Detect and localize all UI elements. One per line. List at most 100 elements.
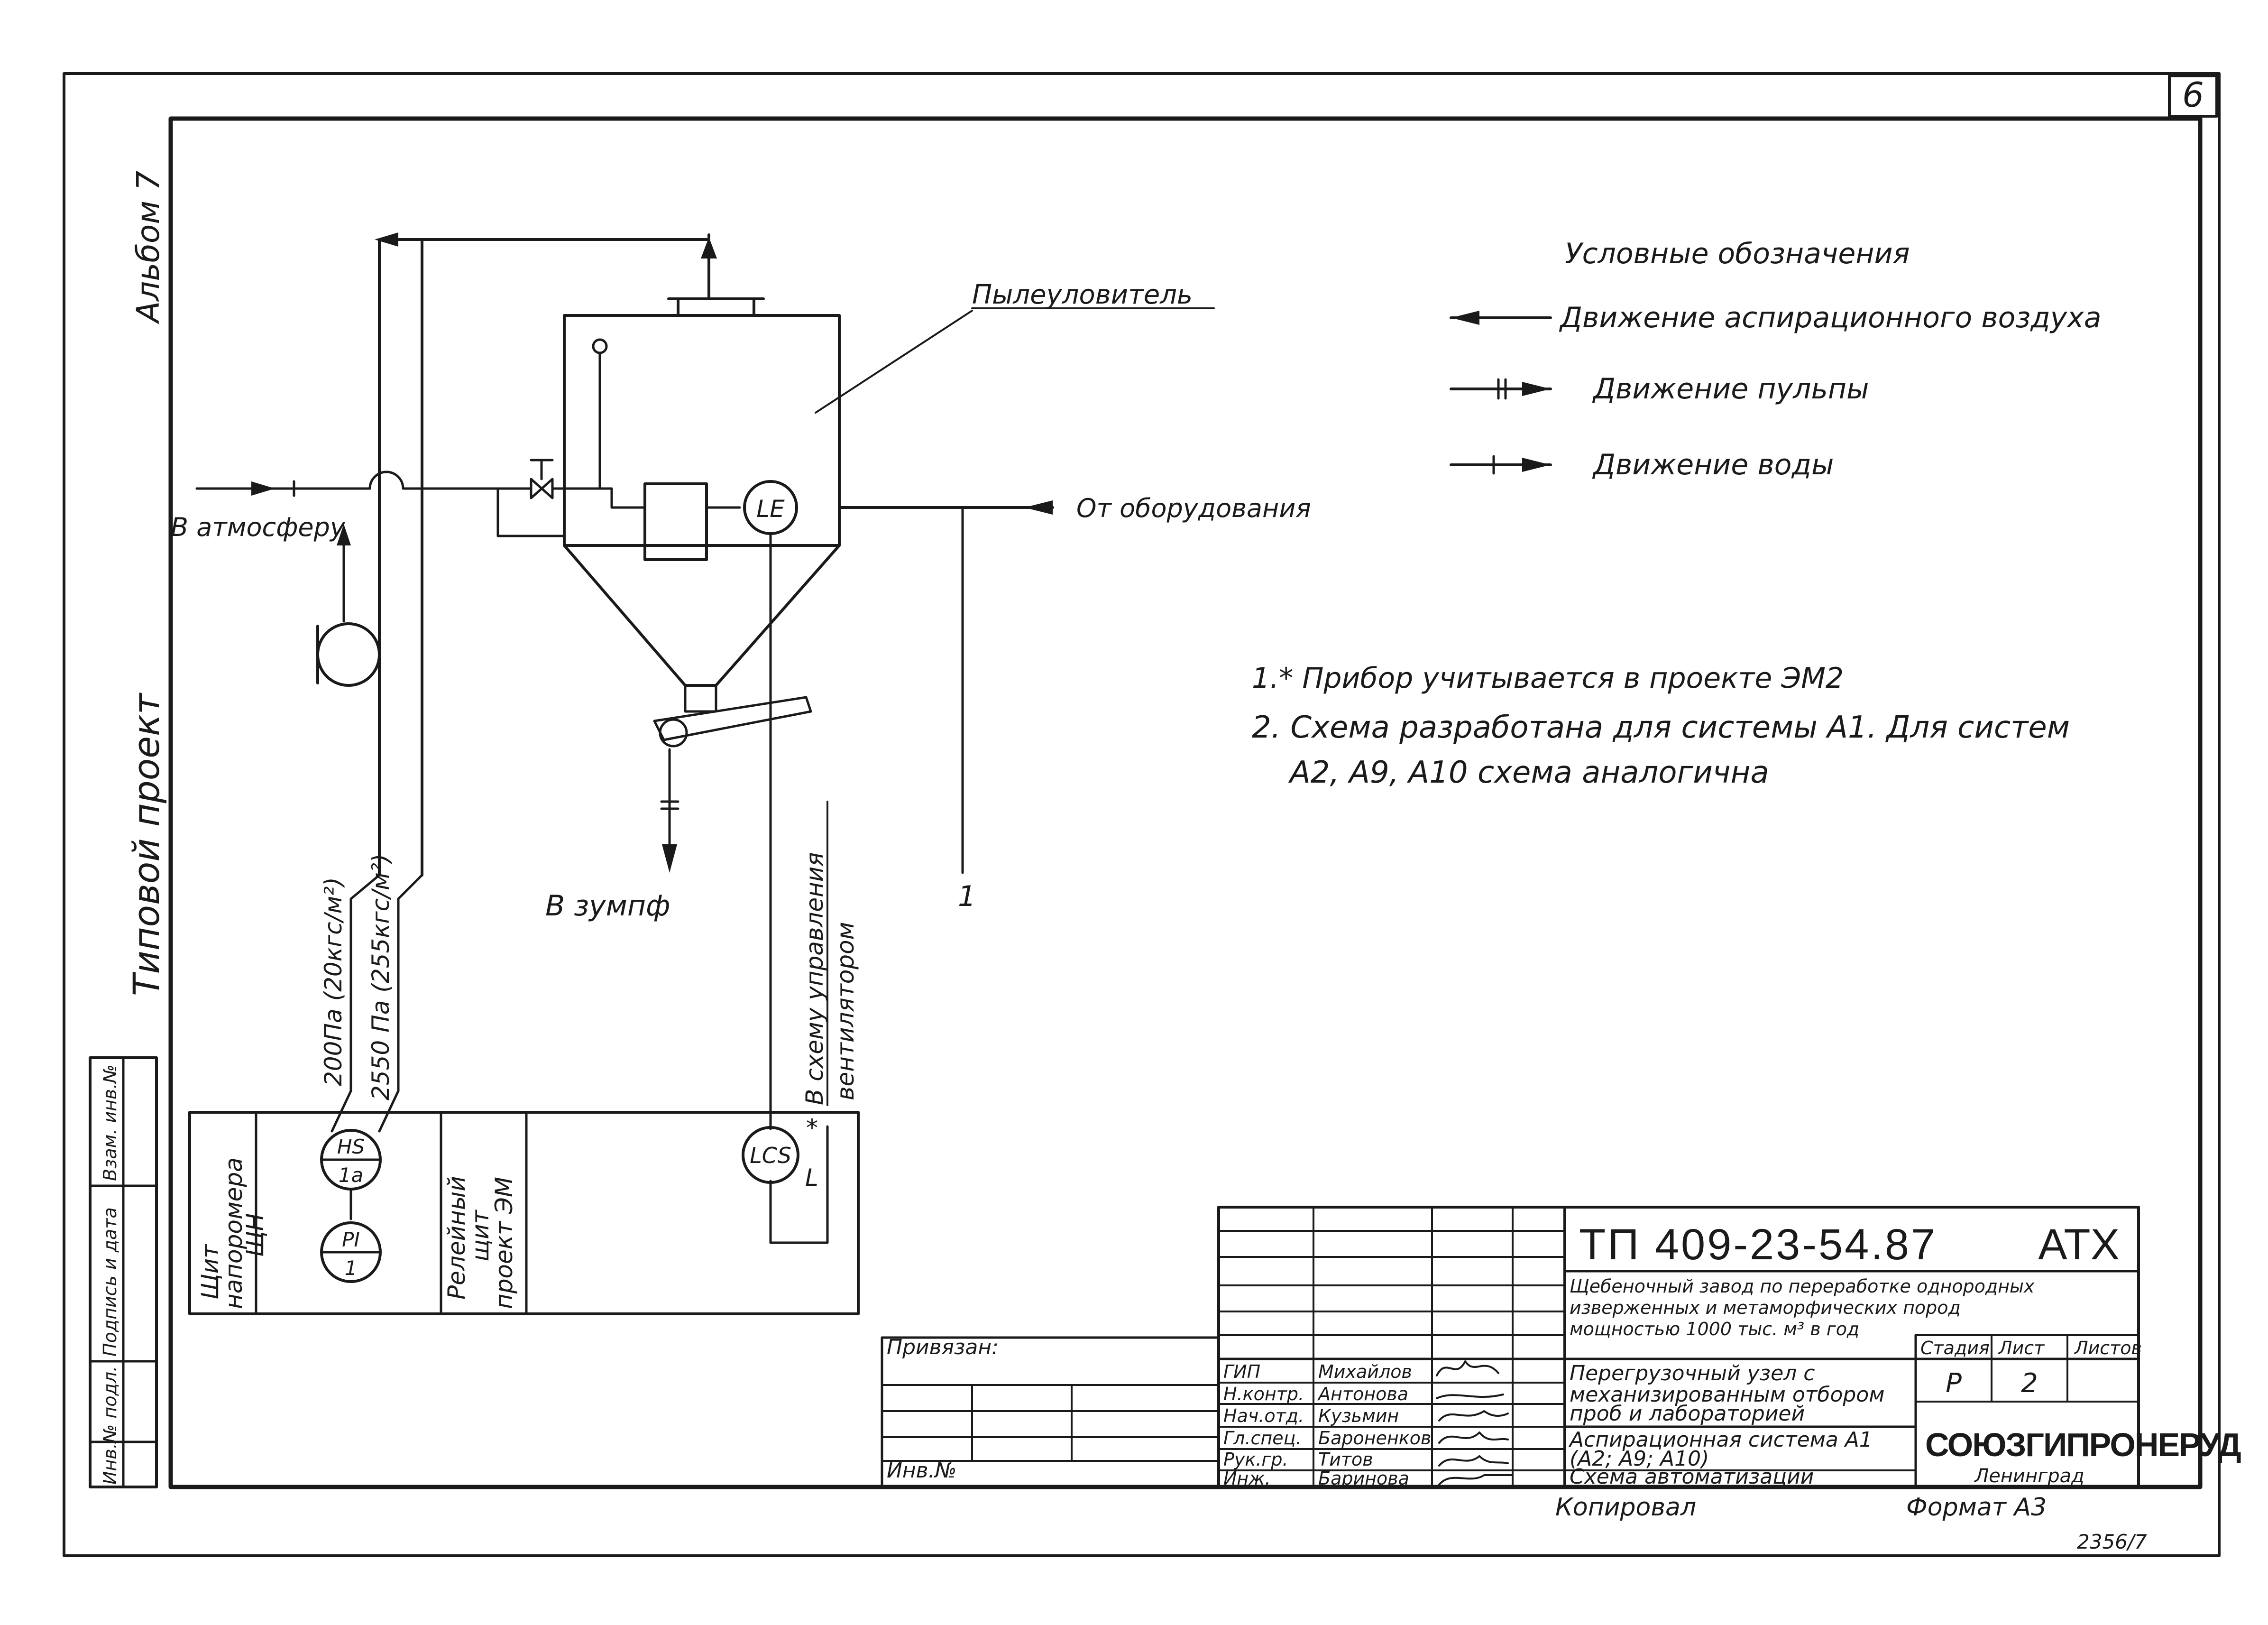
role-6: Инж.: [1223, 1468, 1271, 1489]
pi-tag: PI: [342, 1228, 360, 1251]
role-2: Н.контр.: [1223, 1384, 1304, 1404]
side-sign-label: Подпись и дата: [100, 1207, 120, 1357]
valve-stem: [530, 459, 554, 480]
bypass-line: [496, 487, 566, 537]
notes: 1.* Прибор учитывается в проекте ЭМ2 2. …: [1252, 662, 2070, 790]
outer-frame: [63, 72, 2221, 1557]
exhaust-duct: [378, 238, 710, 877]
bottom-captions: Копировал Формат А3 2356/7: [1555, 1493, 2147, 1553]
to-sump-label: В зумпф: [545, 889, 670, 923]
inner-frame: [168, 116, 2203, 1489]
role-4: Гл.спец.: [1223, 1428, 1302, 1449]
legend-pulp-arrow-icon: [1522, 382, 1551, 396]
side-orig-label: Инв.№ подл.: [100, 1366, 120, 1485]
doc-code: ТП 409-23-54.87: [1579, 1220, 1937, 1269]
fan-inlet-arrow-icon: [337, 524, 351, 545]
role-5: Рук.гр.: [1223, 1449, 1288, 1470]
legend-water-arrow-icon: [1522, 458, 1551, 472]
name-3: Кузьмин: [1318, 1405, 1399, 1426]
relay-panel-label-2: щит: [467, 1209, 494, 1262]
sheet-header: Лист: [1998, 1338, 2045, 1358]
role-rows: [1218, 1382, 1566, 1471]
sheet-number-box: [2168, 74, 2218, 118]
legend: Условные обозначения Движение аспирацион…: [1450, 237, 2102, 481]
left-margin: Альбом 7 Типовой проект: [125, 171, 167, 996]
float-icon: [592, 338, 608, 354]
dust-collector-label: Пылеуловитель: [972, 279, 1193, 310]
signature-scribbles: [1436, 1360, 1514, 1486]
side-stamp: Взам. инв.№ Подпись и дата Инв.№ подл.: [89, 1056, 158, 1488]
gauge-panel-label-1: Щит: [196, 1244, 224, 1300]
lcs-signal-line: [769, 1125, 829, 1244]
legend-air: Движение аспирационного воздуха: [1559, 301, 2102, 334]
sump-arrow-icon: [662, 844, 677, 873]
level-control-switch: [742, 1126, 799, 1184]
object-line-3: проб и лабораторией: [1570, 1402, 1805, 1426]
organization-name: СОЮЗГИПРОНЕРУД: [1925, 1426, 2241, 1463]
legend-pulp: Движение пульпы: [1592, 372, 1869, 406]
legend-air-arrow-icon: [1451, 311, 1479, 325]
lcs-level-low: L: [805, 1164, 818, 1191]
relay-panel-label-1: Релейный: [443, 1176, 470, 1300]
panel-dividers: [255, 1111, 528, 1315]
instrument-panel: Щит напоромера ЩН Релейный щит проект ЭМ…: [188, 1089, 860, 1315]
pressure-label-1: 200Па (20кгс/м²): [320, 877, 347, 1086]
dust-collector-leader: [815, 307, 1215, 414]
side-stamp-grid: [89, 1056, 158, 1488]
panel-frame: [188, 1111, 860, 1315]
sheet-title-line-1: Аспирационная система А1: [1568, 1428, 1873, 1452]
sheet-title-line-2: (А2; А9; А10): [1570, 1447, 1709, 1471]
fan-icon: [316, 622, 381, 687]
name-6: Баринова: [1318, 1468, 1409, 1489]
doc-mark: АТХ: [2038, 1220, 2120, 1269]
hs-tag: HS: [337, 1135, 365, 1158]
water-line-bridge: [368, 471, 533, 490]
note-1: 1.* Прибор учитывается в проекте ЭМ2: [1252, 662, 1844, 695]
sheets-header: Листов: [2074, 1338, 2142, 1358]
sluice-gate: [653, 696, 812, 741]
legend-title: Условные обозначения: [1565, 237, 1910, 270]
gauge-panel-label-2: напоромера: [220, 1157, 248, 1309]
stage-value: Р: [1946, 1368, 1962, 1399]
plant-line-2: изверженных и метаморфических пород: [1570, 1297, 1961, 1318]
organization-city: Ленинград: [1974, 1465, 2084, 1487]
side-replace-label: Взам. инв.№: [100, 1064, 120, 1181]
bound-area-grid: [881, 1384, 1220, 1462]
lcs-tag: LCS: [750, 1143, 791, 1168]
to-atmosphere-label: В атмосферу: [171, 512, 346, 542]
sheet-frame: 6: [63, 72, 2221, 1557]
archive-number: 2356/7: [2077, 1530, 2147, 1553]
water-mark: [285, 480, 303, 497]
legend-water-mark: [1484, 455, 1504, 475]
note-2-line-1: 2. Схема разработана для системы А1. Для…: [1252, 710, 2070, 745]
water-tank: [643, 482, 708, 561]
side-stamp-frame: [89, 1056, 158, 1488]
legend-water: Движение воды: [1592, 448, 1834, 481]
lcs-star: *: [806, 1114, 818, 1142]
note-2-line-2: А2, А9, А10 схема аналогична: [1288, 755, 1769, 790]
object-line-1: Перегрузочный узел с: [1570, 1361, 1815, 1385]
name-4: Бароненков: [1318, 1428, 1431, 1449]
sheet-number: 6: [2182, 75, 2204, 115]
object-line-2: механизированным отбором: [1570, 1383, 1884, 1407]
pressure-line-1: [349, 874, 381, 1092]
exhaust-flange: [667, 297, 765, 317]
sign-area-rows: [1218, 1230, 1566, 1336]
hs-lines: [331, 1089, 400, 1133]
process-scheme: В атмосферу LE От оборудования 1 Пылеуло…: [171, 232, 1311, 1244]
name-5: Титов: [1318, 1449, 1373, 1470]
line-mark: 1: [958, 880, 976, 913]
pulp-mark: [660, 800, 679, 810]
standard-project-label: Типовой проект: [125, 692, 167, 996]
hs-number: 1а: [339, 1163, 363, 1187]
sign-area-columns: [1313, 1206, 1514, 1488]
title-block: Привязан: Инв.№ ГИП Н.контр. Нач.отд. Гл…: [881, 1206, 2242, 1489]
le-tag: LE: [756, 495, 785, 523]
inlet-arrow-icon: [1024, 500, 1053, 515]
format-label: Формат А3: [1906, 1493, 2047, 1522]
exhaust-arrow-icon: [701, 237, 717, 259]
from-equipment-label: От оборудования: [1076, 493, 1311, 523]
name-2: Антонова: [1317, 1384, 1408, 1404]
inv-label: Инв.№: [887, 1459, 956, 1483]
